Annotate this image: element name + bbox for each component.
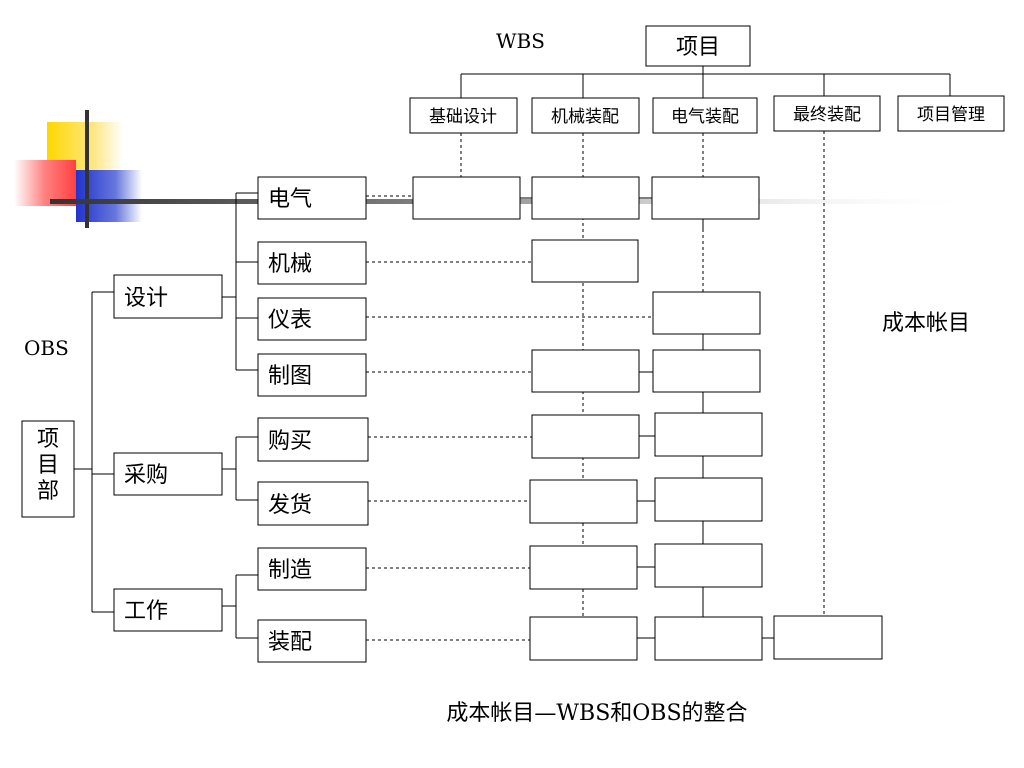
wbs-node-box: [652, 97, 758, 134]
cost-account-cell: [773, 615, 883, 660]
wbs-node-label: 最终装配: [793, 105, 861, 125]
cost-account-cell: [529, 479, 638, 524]
cost-account-cell: [529, 545, 638, 590]
cost-account-cell: [654, 477, 763, 522]
obs-item-label: 机械: [268, 252, 312, 277]
cost-account-cell: [654, 412, 763, 457]
cost-account-cell: [531, 349, 640, 393]
obs-group-label: 设计: [124, 286, 168, 311]
obs-group-box: [113, 452, 223, 496]
deco-vertical-bar: [85, 110, 89, 228]
cost-account-cell: [652, 349, 761, 393]
cost-account-cell: [412, 176, 521, 220]
cost-account-cells: [412, 176, 883, 661]
wbs-root-label: 项目: [676, 35, 720, 60]
obs-root-box: [21, 420, 75, 518]
cost-account-cell: [654, 543, 763, 588]
obs-item-box: [257, 481, 369, 526]
wbs-root-box: [645, 25, 751, 67]
wbs-node-label: 基础设计: [429, 107, 497, 127]
obs-groups: 设计 采购 工作: [113, 274, 223, 632]
obs-label: OBS: [24, 336, 69, 360]
obs-item-box: [257, 176, 367, 220]
obs-group-box: [113, 588, 223, 632]
cost-account-cell: [654, 616, 763, 661]
wbs-connector: [460, 66, 951, 98]
wbs-node-label: 机械装配: [551, 107, 619, 127]
obs-item-box: [257, 241, 367, 285]
deco-red-square: [14, 160, 76, 206]
obs-root-char: 目: [37, 453, 59, 478]
obs-items: 电气 机械 仪表 制图 购买 发货 制造 装配: [257, 176, 369, 663]
obs-root: 项目部: [21, 420, 75, 518]
cost-account-cell: [531, 239, 639, 283]
obs-item-box: [257, 353, 367, 397]
cost-account-cell: [651, 176, 760, 220]
obs-dash-lines: [366, 195, 653, 641]
wbs-node-box: [409, 97, 518, 134]
wbs-node-label: 电气装配: [671, 107, 739, 127]
obs-item-label: 装配: [268, 630, 312, 655]
wbs-node-box: [773, 95, 881, 132]
cost-account-cell: [529, 616, 638, 661]
obs-connector: [74, 192, 258, 639]
obs-item-box: [257, 547, 367, 591]
obs-item-label: 仪表: [268, 308, 312, 333]
diagram-caption: 成本帐目—WBS和OBS的整合: [446, 701, 747, 726]
obs-item-box: [257, 417, 369, 462]
obs-group-label: 工作: [124, 599, 168, 624]
wbs-node-box: [531, 97, 640, 134]
obs-root-char: 项: [37, 427, 59, 452]
obs-item-box: [257, 619, 367, 663]
cost-account-label: 成本帐目: [882, 311, 970, 336]
obs-group-label: 采购: [124, 463, 168, 488]
obs-item-label: 制造: [268, 558, 312, 583]
obs-item-label: 发货: [268, 493, 312, 518]
obs-item-label: 购买: [268, 429, 312, 454]
wbs-node-label: 项目管理: [917, 105, 985, 125]
obs-root-label: 项目部: [37, 427, 59, 504]
cost-account-cell: [652, 291, 761, 335]
obs-item-label: 制图: [268, 364, 312, 389]
wbs-label: WBS: [496, 29, 545, 53]
obs-root-char: 部: [37, 479, 59, 504]
obs-group-box: [113, 274, 223, 319]
obs-item-box: [257, 297, 367, 341]
wbs-node-box: [897, 95, 1005, 132]
obs-item-label: 电气: [268, 187, 312, 212]
cost-account-ties: [519, 196, 774, 639]
cost-account-cell: [531, 176, 640, 220]
wbs-tree: WBS 项目 基础设计 机械装配 电气装配 最终装配 项目管理: [409, 25, 1005, 134]
cost-account-cell: [531, 414, 640, 459]
